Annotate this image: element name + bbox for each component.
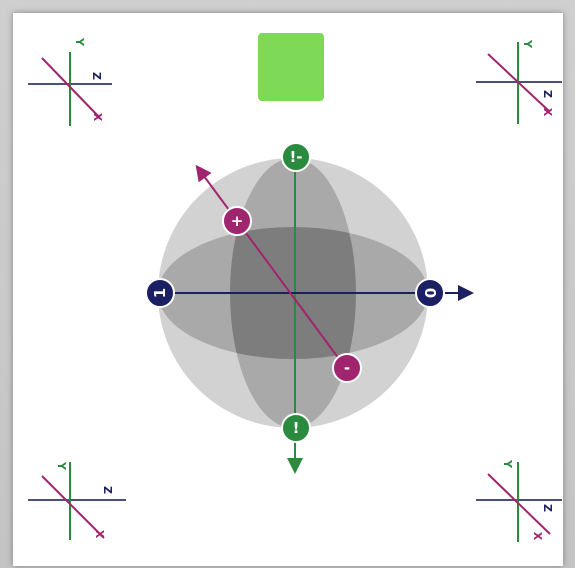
marker-label-i: ! <box>293 419 300 437</box>
gizmo-label-z: Z <box>541 504 554 512</box>
gizmo-label-y: Y <box>501 459 514 469</box>
gizmo-label-y: Y <box>521 39 534 49</box>
gizmo-label-z: Z <box>541 90 554 98</box>
gizmo-label-x: X <box>91 113 104 122</box>
axis-gizmo-bottom-right: Y Z X <box>476 459 562 542</box>
x-axis-line <box>195 164 346 368</box>
minus-i-marker[interactable]: !- <box>281 142 311 172</box>
gizmo-label-y: Y <box>73 37 86 47</box>
marker-label-minus-i: !- <box>289 148 302 166</box>
bloch-sphere[interactable] <box>158 158 474 474</box>
gizmo-label-x: X <box>541 108 554 117</box>
gizmo-label-x: X <box>531 532 544 541</box>
marker-label-plus: + <box>231 212 244 230</box>
plus-marker[interactable]: + <box>222 206 252 236</box>
i-marker[interactable]: ! <box>281 413 311 443</box>
gizmo-label-z: Z <box>101 486 114 494</box>
state-indicator-square[interactable] <box>258 33 324 101</box>
gizmo-label-y: Y <box>55 461 68 471</box>
marker-label-one: 1 <box>151 288 169 298</box>
one-marker[interactable]: 1 <box>145 278 175 308</box>
zero-marker[interactable]: 0 <box>415 278 445 308</box>
axis-gizmo-bottom-left: Y Z X <box>28 461 126 540</box>
axis-gizmo-top-right: Y Z X <box>476 39 562 124</box>
axis-gizmo-top-left: Y Z X <box>28 37 112 126</box>
gizmo-label-z: Z <box>90 72 103 80</box>
marker-label-zero: 0 <box>421 288 439 298</box>
marker-label-minus: - <box>344 359 350 377</box>
minus-marker[interactable]: - <box>332 353 362 383</box>
gizmo-label-x: X <box>93 530 106 539</box>
